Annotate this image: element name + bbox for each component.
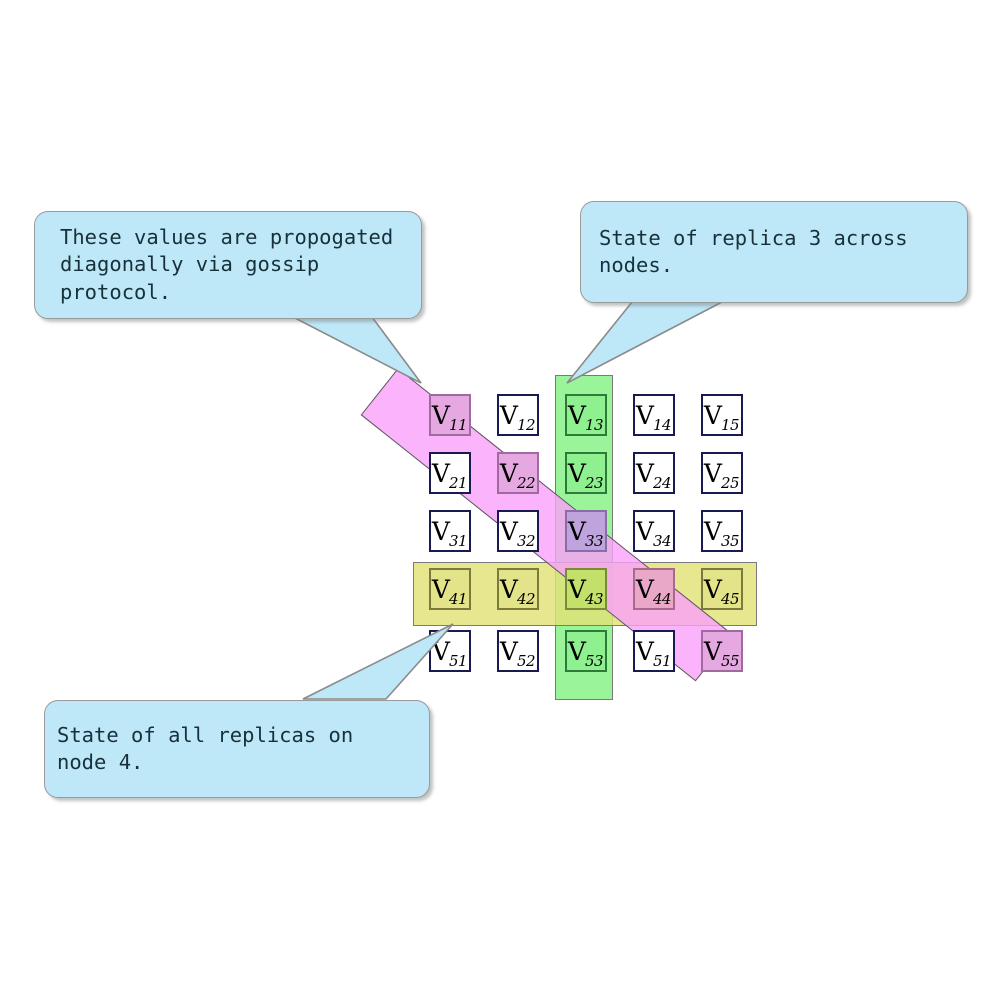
cell-v42[interactable]: V42: [497, 568, 539, 610]
cell-v52[interactable]: V52: [497, 630, 539, 672]
cell-v24-base: V: [635, 458, 654, 488]
replica-node-grid: V11 V12 V13 V14 V15 V21 V22 V23 V24 V25 …: [425, 390, 745, 680]
cell-v13-base: V: [567, 400, 586, 430]
cell-v32[interactable]: V32: [497, 510, 539, 552]
cell-v55-base: V: [703, 636, 722, 666]
callout-node-4-text: State of all replicas on node 4.: [57, 722, 354, 774]
cell-v23[interactable]: V23: [565, 452, 607, 494]
cell-v22[interactable]: V22: [497, 452, 539, 494]
callout-replica-3: State of replica 3 across nodes.: [580, 201, 968, 303]
node-callout-tail: [302, 623, 454, 700]
cell-v41-base: V: [431, 574, 450, 604]
cell-v54[interactable]: V51: [633, 630, 675, 672]
cell-v23-sub: 23: [584, 473, 604, 492]
cell-v34[interactable]: V34: [633, 510, 675, 552]
cell-v32-sub: 32: [516, 531, 536, 550]
cell-v22-sub: 22: [516, 473, 536, 492]
cell-v43-sub: 43: [584, 589, 604, 608]
cell-v54-base: V: [635, 636, 654, 666]
cell-v11-sub: 11: [448, 415, 468, 434]
cell-v54-sub: 51: [652, 651, 672, 670]
cell-v51-base: V: [431, 636, 450, 666]
cell-v52-base: V: [499, 636, 518, 666]
cell-v31-base: V: [431, 516, 450, 546]
cell-v55[interactable]: V55: [701, 630, 743, 672]
cell-v24[interactable]: V24: [633, 452, 675, 494]
replica-callout-tail: [566, 301, 723, 384]
cell-v11[interactable]: V11: [429, 394, 471, 436]
cell-v45-base: V: [703, 574, 722, 604]
cell-v31[interactable]: V31: [429, 510, 471, 552]
cell-v42-base: V: [499, 574, 518, 604]
cell-v44[interactable]: V44: [633, 568, 675, 610]
cell-v23-base: V: [567, 458, 586, 488]
cell-v41[interactable]: V41: [429, 568, 471, 610]
cell-v35[interactable]: V35: [701, 510, 743, 552]
gossip-callout-tail: [292, 316, 422, 384]
cell-v24-sub: 24: [652, 473, 672, 492]
cell-v53[interactable]: V53: [565, 630, 607, 672]
cell-v42-sub: 42: [516, 589, 536, 608]
cell-v33-sub: 33: [584, 531, 604, 550]
cell-v35-sub: 35: [720, 531, 740, 550]
callout-node-4: State of all replicas on node 4.: [44, 700, 430, 798]
cell-v51-sub: 51: [448, 651, 468, 670]
cell-v43[interactable]: V43: [565, 568, 607, 610]
cell-v21-sub: 21: [448, 473, 468, 492]
cell-v41-sub: 41: [448, 589, 468, 608]
cell-v32-base: V: [499, 516, 518, 546]
cell-v45[interactable]: V45: [701, 568, 743, 610]
cell-v25[interactable]: V25: [701, 452, 743, 494]
cell-v34-sub: 34: [652, 531, 672, 550]
cell-v12-base: V: [499, 400, 518, 430]
cell-v15[interactable]: V15: [701, 394, 743, 436]
cell-v33[interactable]: V33: [565, 510, 607, 552]
cell-v15-base: V: [703, 400, 722, 430]
callout-gossip-protocol-text: These values are propogated diagonally v…: [60, 225, 394, 304]
cell-v33-base: V: [567, 516, 586, 546]
cell-v13[interactable]: V13: [565, 394, 607, 436]
callout-gossip-protocol: These values are propogated diagonally v…: [34, 211, 422, 319]
cell-v45-sub: 45: [720, 589, 740, 608]
cell-v53-base: V: [567, 636, 586, 666]
cell-v53-sub: 53: [584, 651, 604, 670]
cell-v14-sub: 14: [652, 415, 672, 434]
cell-v12[interactable]: V12: [497, 394, 539, 436]
cell-v22-base: V: [499, 458, 518, 488]
cell-v21[interactable]: V21: [429, 452, 471, 494]
cell-v34-base: V: [635, 516, 654, 546]
cell-v43-base: V: [567, 574, 586, 604]
cell-v44-sub: 44: [652, 589, 672, 608]
cell-v14[interactable]: V14: [633, 394, 675, 436]
cell-v15-sub: 15: [720, 415, 740, 434]
cell-v25-base: V: [703, 458, 722, 488]
cell-v21-base: V: [431, 458, 450, 488]
cell-v25-sub: 25: [720, 473, 740, 492]
cell-v14-base: V: [635, 400, 654, 430]
cell-v13-sub: 13: [584, 415, 604, 434]
cell-v44-base: V: [635, 574, 654, 604]
cell-v35-base: V: [703, 516, 722, 546]
cell-v31-sub: 31: [448, 531, 468, 550]
callout-replica-3-text: State of replica 3 across nodes.: [599, 225, 908, 277]
cell-v11-base: V: [431, 400, 450, 430]
cell-v52-sub: 52: [516, 651, 536, 670]
cell-v55-sub: 55: [720, 651, 740, 670]
cell-v12-sub: 12: [516, 415, 536, 434]
